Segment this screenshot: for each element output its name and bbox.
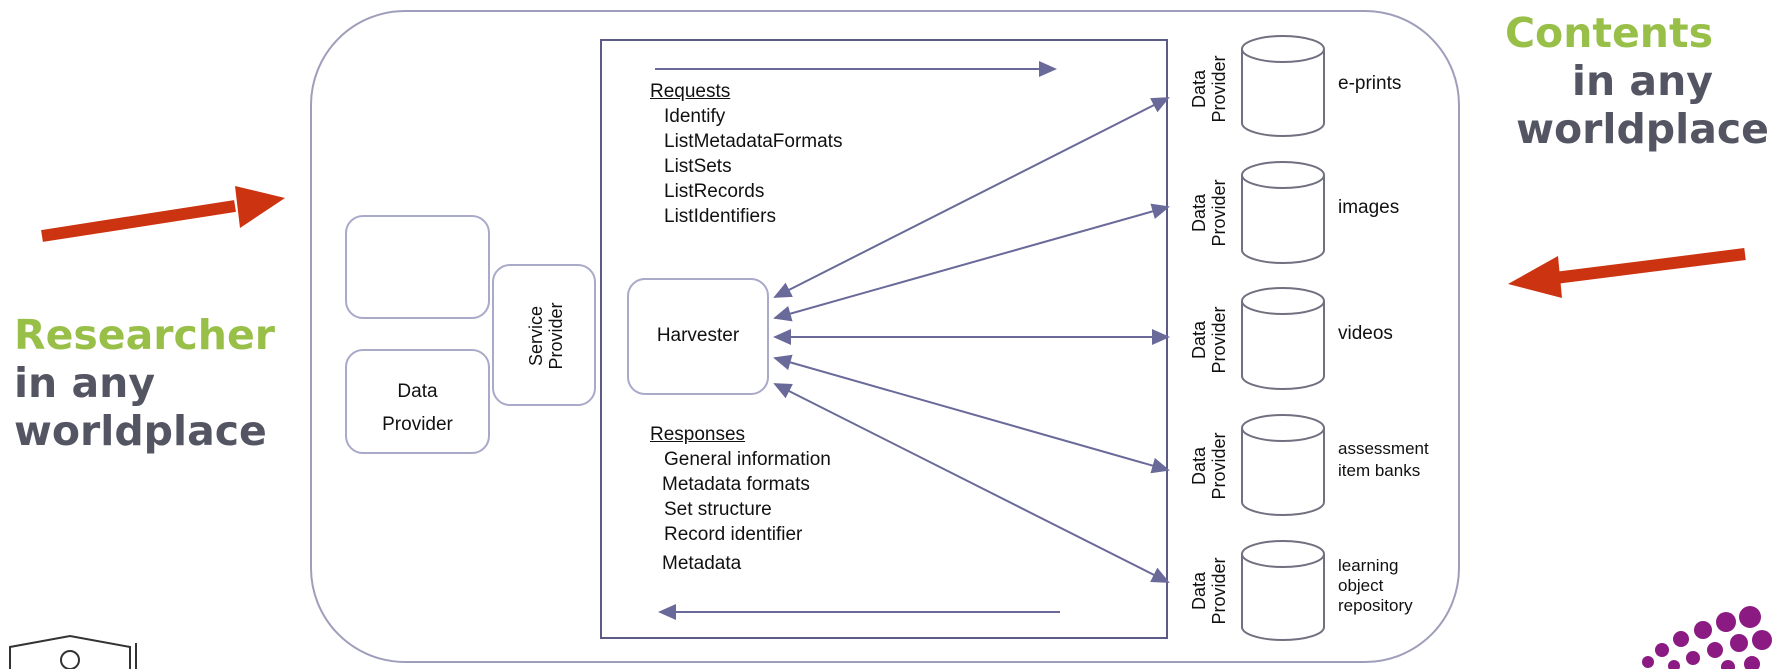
service-provider-label: Service Provider [526,302,566,370]
researcher-box [345,215,490,319]
responses-block: Responses General information Metadata f… [650,422,831,576]
service-provider-box: Service Provider [492,264,596,406]
response-item: General information [664,449,831,470]
repo-label-videos: videos [1338,323,1393,344]
repo-cylinder [1241,540,1325,641]
dots-logo-icon [1642,606,1772,669]
response-item: Metadata [662,553,742,574]
repo-cylinder [1241,161,1325,264]
contents-label: Contents in any worldplace [1504,9,1769,153]
repo-cylinder [1241,414,1325,516]
repo-cylinder [1241,287,1325,390]
request-item: ListSets [664,156,732,177]
repo-label-eprints: e-prints [1338,73,1402,94]
repo-label-images: images [1338,197,1400,218]
harvester-label: Harvester [656,325,740,346]
link-images [773,203,1170,322]
repo-label-assessment: assessment item banks [1338,439,1429,480]
repo-label-learning: learning object repository [1338,556,1413,615]
responses-title: Responses [650,424,746,445]
request-item: Identify [664,106,726,127]
request-item: ListMetadataFormats [664,131,843,152]
data-provider-label: Data Provider [382,381,453,435]
requests-block: Requests Identify ListMetadataFormats Li… [650,79,842,229]
requests-title: Requests [650,81,731,102]
university-logo-icon [9,634,137,669]
request-item: ListIdentifiers [664,206,776,227]
response-item: Metadata formats [662,474,810,495]
researcher-label: Researcher in any worldplace [14,311,275,455]
link-learning [773,383,1170,583]
harvester-box: Harvester [627,278,769,395]
response-item: Set structure [664,499,772,520]
request-item: ListRecords [664,181,765,202]
right-red-arrow [1508,248,1746,298]
left-red-arrow [41,186,285,242]
data-provider-box: Data Provider [345,349,490,454]
response-item: Record identifier [664,524,803,545]
repo-cylinder [1241,35,1325,137]
